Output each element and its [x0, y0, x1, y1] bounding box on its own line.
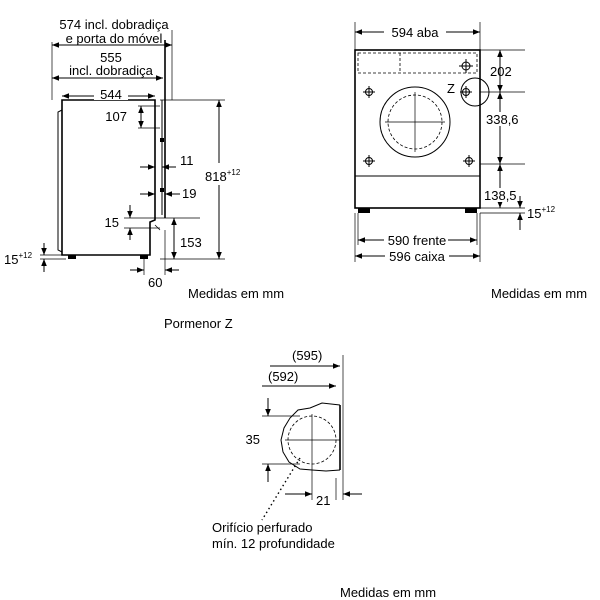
fixing-point-bottom-left: [363, 155, 375, 167]
dim-11-label: 11: [180, 153, 194, 168]
dim-202-label: 202: [490, 64, 512, 79]
fixing-point-mid-right: [460, 86, 472, 98]
front-view: 594 aba Z: [354, 22, 587, 301]
dim-60-label: 60: [148, 275, 162, 290]
dim-555-label: 555: [100, 50, 122, 65]
dim-592-label: (592): [268, 369, 298, 384]
front-view-caption: Medidas em mm: [491, 286, 587, 301]
front-foot-right: [465, 208, 477, 213]
dim-818-mask: [202, 163, 240, 185]
dim-555-label-line2: incl. dobradiça: [69, 63, 154, 78]
dim-338-label: 338,6: [486, 112, 519, 127]
dim-594-label: 594 aba: [392, 25, 440, 40]
dim-35-label: 35: [246, 432, 260, 447]
dim-138-mask: [483, 188, 523, 202]
dim-818-label: 818+12: [205, 168, 241, 184]
dim-590-label: 590 frente: [388, 233, 447, 248]
dim-574-label: 574 incl. dobradiça: [59, 17, 169, 32]
dim-574-label-line2: e porta do móvel: [66, 31, 163, 46]
dim-19-label: 19: [182, 186, 196, 201]
front-body-outline: [354, 49, 481, 209]
side-view-caption: Medidas em mm: [188, 286, 284, 301]
dim-596-label: 596 caixa: [389, 249, 445, 264]
detail-title: Pormenor Z: [164, 316, 233, 331]
dim-15-front-label: 15+12: [527, 205, 556, 221]
dim-107-label: 107: [105, 109, 127, 124]
detail-note-line2: mín. 12 profundidade: [212, 536, 335, 551]
side-foot-rear: [68, 255, 76, 259]
dim-21-label: 21: [316, 493, 330, 508]
detail-note-leader: [261, 457, 301, 521]
side-plinth: [154, 224, 161, 231]
dim-594-mask: [384, 24, 446, 38]
side-view: 574 incl. dobradiça e porta do móvel 555…: [4, 17, 284, 301]
detail-z-label: Z: [447, 81, 455, 96]
side-foot-front: [140, 255, 148, 259]
side-hinge-bottom: [160, 188, 164, 192]
dim-590-mask: [384, 233, 448, 247]
dim-544-mask: [94, 88, 128, 100]
fixing-point-top-right: [459, 59, 473, 73]
dim-15-feet-label: 15+12: [4, 251, 33, 267]
dim-15-label: 15: [105, 215, 119, 230]
front-worktop-recess: [357, 52, 478, 74]
dim-138-label: 138,5: [484, 188, 517, 203]
detail-caption: Medidas em mm: [340, 585, 436, 600]
dim-544-label: 544: [100, 87, 122, 102]
dim-153-label: 153: [180, 235, 202, 250]
side-body-back-edge: [57, 109, 63, 253]
fixing-point-bottom-right: [463, 155, 475, 167]
detail-z: Pormenor Z (595) (592) 35 21 Orifício pe…: [164, 316, 436, 600]
detail-breakout-outline: [280, 402, 341, 472]
detail-note-line1: Orifício perfurado: [212, 520, 312, 535]
side-hinge-top: [160, 138, 164, 142]
dim-595-label: (595): [292, 348, 322, 363]
fixing-point-mid-left: [363, 86, 375, 98]
dim-338-mask: [486, 112, 526, 126]
front-foot-left: [358, 208, 370, 213]
porthole-outer: [379, 86, 451, 158]
dim-596-mask: [385, 249, 449, 263]
